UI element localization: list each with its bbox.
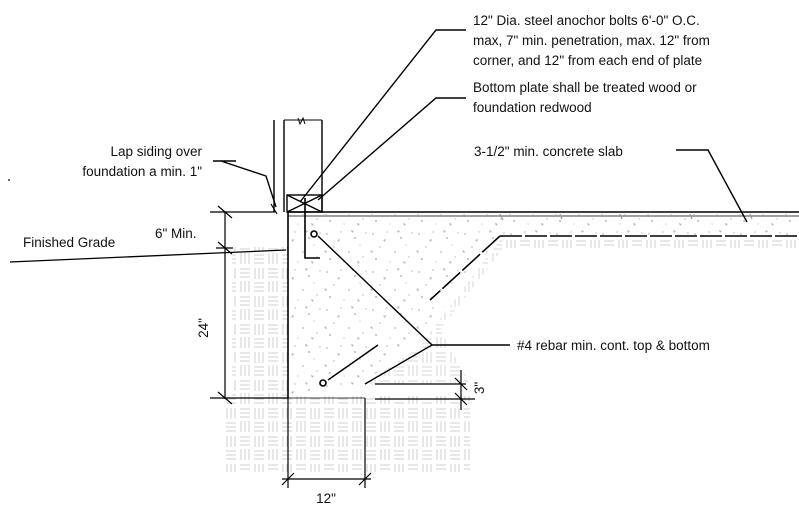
concrete-outline [287, 211, 799, 399]
dimension-3: 3" [472, 382, 487, 395]
svg-text:foundation a min. 1": foundation a min. 1" [82, 164, 202, 179]
svg-text:Lap siding over: Lap siding over [110, 144, 202, 159]
rebar-label: #4 rebar min. cont. top & bottom [517, 338, 710, 353]
svg-text:corner, and 12" from each end: corner, and 12" from each end of plate [473, 53, 702, 68]
svg-text:foundation redwood: foundation redwood [473, 100, 592, 115]
rebar-bottom [319, 379, 327, 387]
concrete-slab-label: 3-1/2" min. concrete slab [474, 144, 623, 159]
concrete-edge-ticks [499, 213, 753, 221]
leader-lines [213, 29, 748, 385]
svg-text:max, 7" min. penetration, max.: max, 7" min. penetration, max. 12" from [473, 33, 710, 48]
anchor-bolt [304, 198, 320, 259]
dimension-24: 24" [196, 318, 211, 338]
svg-text:12" Dia. steel anochor bolts 6: 12" Dia. steel anochor bolts 6'-0" O.C. [473, 13, 700, 28]
rebar-top [310, 230, 318, 238]
concrete-footing-and-slab [288, 214, 799, 398]
dimension-6-min: 6" Min. [155, 226, 197, 241]
soil-area-left [232, 247, 288, 399]
lap-siding-label: Lap siding over foundation a min. 1" [82, 144, 202, 179]
soil-area-lower [222, 396, 470, 472]
finished-grade-label: Finished Grade [23, 235, 115, 250]
stray-mark [8, 179, 10, 181]
svg-text:Bottom plate shall be treated: Bottom plate shall be treated wood or [473, 80, 697, 95]
wall-assembly [270, 116, 323, 215]
anchor-bolts-label: 12" Dia. steel anochor bolts 6'-0" O.C. … [473, 13, 710, 68]
soil-under-slab [365, 240, 799, 384]
finished-grade-line [9, 249, 287, 263]
bottom-plate-label: Bottom plate shall be treated wood or fo… [473, 80, 697, 115]
dimension-lines [210, 205, 475, 488]
soil-under-slab-strip [500, 240, 799, 248]
dimension-12: 12" [316, 491, 336, 506]
